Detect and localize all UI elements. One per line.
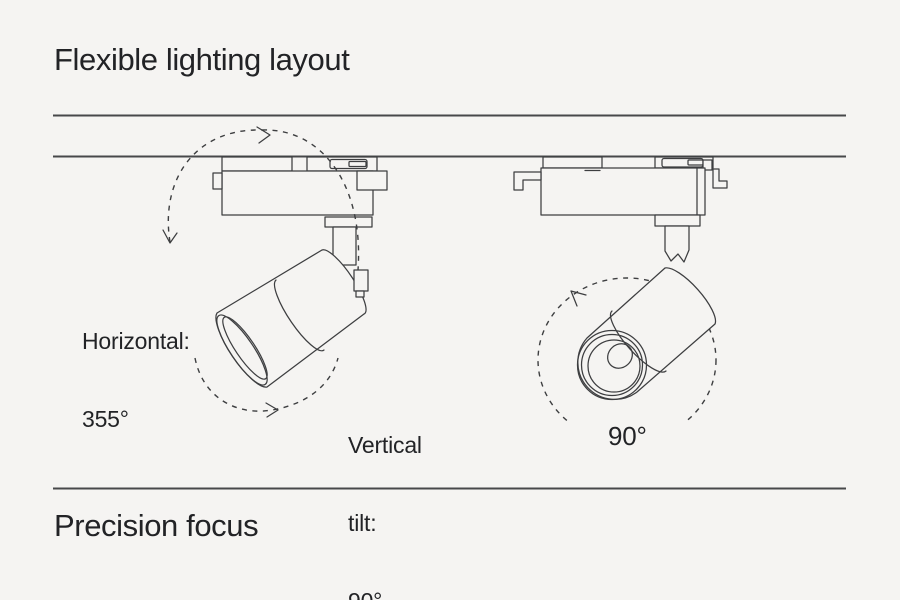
spotlight-head [215, 249, 367, 388]
lens-rim-ring [216, 314, 268, 386]
rotation-value: 90° [608, 421, 647, 451]
vertical-tilt-label: Vertical tilt: 90° [348, 380, 422, 600]
latch-detail [687, 159, 704, 166]
head-bracket [353, 269, 369, 292]
horizontal-rotation-label-line1: Horizontal: [82, 328, 190, 354]
lens-rim-ring [576, 329, 648, 401]
vertical-tilt-label-line2: tilt: [348, 510, 377, 536]
vertical-tilt-value: 90° [348, 588, 422, 600]
head-seam-line [273, 279, 325, 352]
guide-lines [53, 114, 846, 490]
track-clip-tab [221, 156, 293, 172]
latch-detail [348, 160, 367, 168]
horizontal-rotation-annotation [162, 126, 360, 271]
horizontal-rotation-arc [167, 129, 263, 243]
stem-plate [324, 216, 373, 228]
stem [332, 226, 357, 266]
stem [664, 225, 690, 263]
mount-hook-left [513, 171, 542, 191]
tilt-arc [194, 357, 339, 412]
lens-mouth-ring [222, 316, 268, 380]
track-clip-tab [542, 156, 603, 169]
left-track-light-drawing [212, 156, 388, 388]
vertical-tilt-annotation [194, 357, 339, 418]
vertical-tilt-label-line1: Vertical [348, 432, 422, 458]
rotation-arrow-icon [256, 126, 271, 144]
lens-bulb [607, 343, 633, 369]
rotation-arrow-icon [162, 229, 178, 244]
tilt-arrow-icon [265, 402, 279, 418]
horizontal-rotation-label: Horizontal: 355° [82, 276, 190, 484]
rotation-arrow-icon [570, 290, 587, 307]
right-track-light-drawing [513, 156, 728, 401]
horizontal-rotation-arc [261, 129, 360, 271]
circle-gap-mask [568, 416, 687, 464]
stem-plate [654, 214, 701, 227]
mount-block-right [356, 170, 388, 191]
page-title: Flexible lighting layout [54, 42, 350, 77]
mount-ear-left [212, 172, 223, 190]
next-section-title: Precision focus [54, 508, 259, 543]
mount-hook-right [712, 168, 728, 189]
latch-tip [702, 159, 713, 171]
rotation-circle-annotation [537, 277, 717, 464]
head-seam-line [609, 310, 667, 373]
lens-bezel-ring [580, 333, 644, 397]
lens-inner-ring [587, 339, 641, 393]
horizontal-rotation-value: 355° [82, 406, 129, 432]
adapter-body [221, 170, 374, 216]
head-bracket-nub [355, 290, 365, 298]
rotation-circle [537, 277, 717, 443]
adapter-body [540, 167, 706, 216]
